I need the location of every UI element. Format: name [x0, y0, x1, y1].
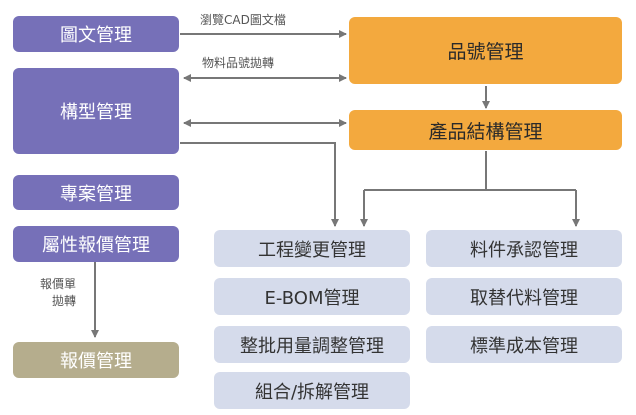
quote-sheet-label-line1: 報價單: [40, 277, 77, 291]
attribute-quote-management-box: 屬性報價管理: [13, 226, 179, 262]
batch-usage-adjustment-box: 整批用量調整管理: [214, 326, 410, 363]
assembly-disassembly-box: 組合/拆解管理: [214, 372, 410, 409]
drawing-management-box: 圖文管理: [13, 16, 179, 52]
browse-cad-label: 瀏覽CAD圖文檔: [200, 13, 286, 27]
project-management-box: 專案管理: [13, 175, 179, 210]
material-part-throw-label: 物料品號拋轉: [202, 56, 275, 70]
standard-cost-management-box: 標準成本管理: [426, 326, 622, 363]
quote-sheet-label-line2: 拋轉: [52, 294, 77, 308]
part-number-management-box: 品號管理: [349, 17, 622, 84]
substitute-material-management-box: 取替代料管理: [426, 278, 622, 315]
ebom-management-box: E-BOM管理: [214, 278, 410, 315]
model-management-box: 構型管理: [13, 68, 179, 154]
product-structure-management-box: 產品結構管理: [349, 110, 622, 150]
quote-management-box: 報價管理: [13, 342, 179, 378]
engineering-change-management-box: 工程變更管理: [214, 230, 410, 267]
arrow-model-to-engineering-change: [180, 142, 339, 227]
material-approval-management-box: 料件承認管理: [426, 230, 622, 267]
